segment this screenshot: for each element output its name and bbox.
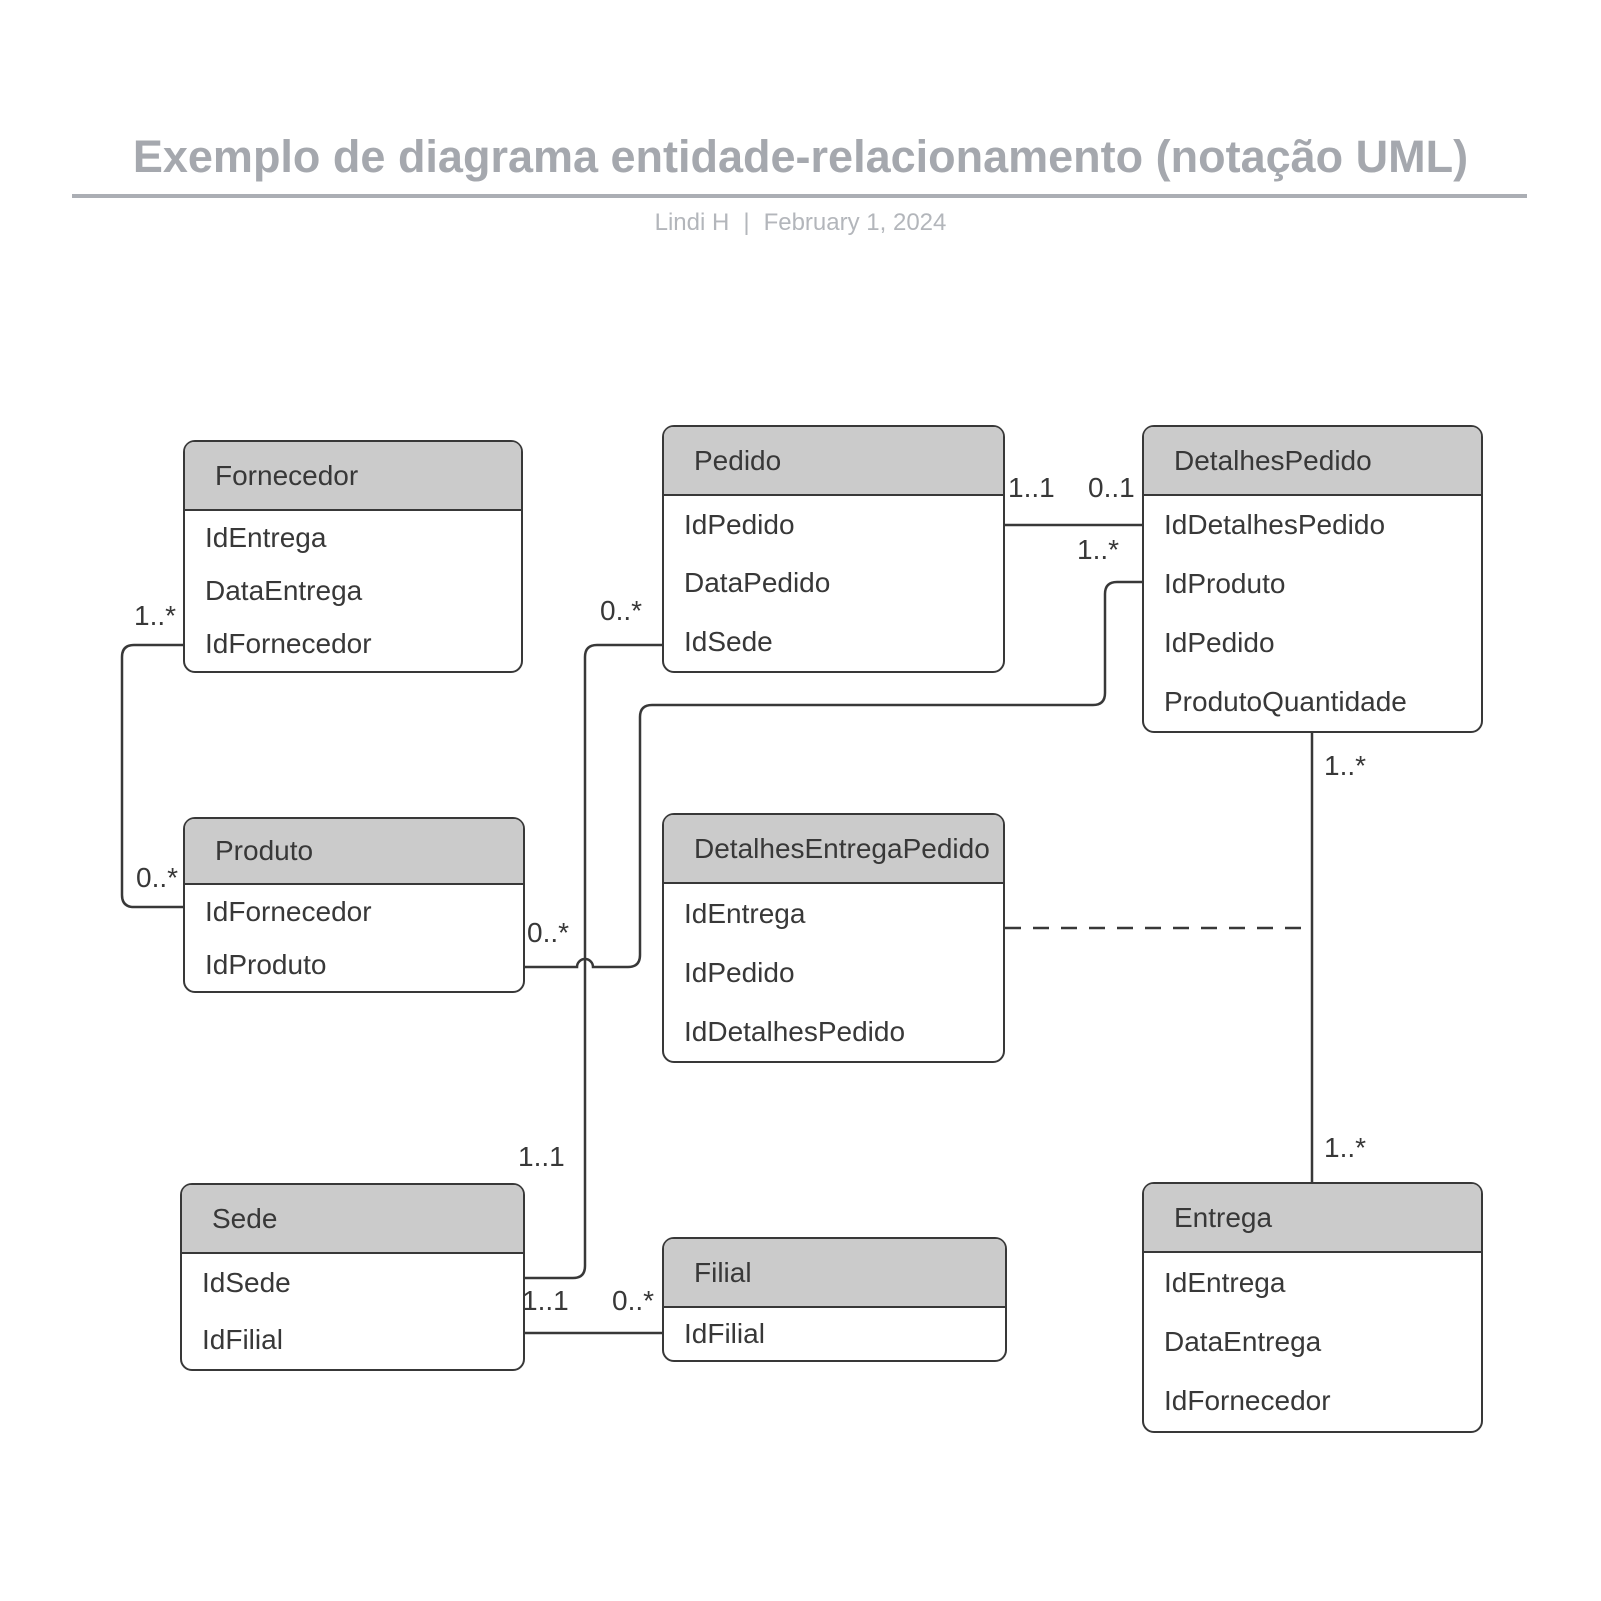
entity-title: Produto <box>215 835 314 866</box>
multiplicity-label: 0..* <box>136 862 179 893</box>
multiplicity-label: 1..* <box>1324 750 1367 781</box>
entity-detalhespedido: DetalhesPedido IdDetalhesPedido IdProdut… <box>1142 425 1483 733</box>
entity-field: DataEntrega <box>1164 1325 1322 1357</box>
entity-field: IdSede <box>684 625 773 657</box>
multiplicity-label: 0..1 <box>1088 472 1135 503</box>
entity-field: IdSede <box>202 1266 291 1298</box>
entity-field: IdPedido <box>1164 626 1275 658</box>
entity-field: ProdutoQuantidade <box>1164 685 1407 717</box>
entity-detalhespedido-fields: IdDetalhesPedido IdProduto IdPedido Prod… <box>1144 496 1481 731</box>
entity-field: IdDetalhesPedido <box>684 1015 906 1047</box>
entity-title: Filial <box>694 1256 752 1288</box>
entity-field: IdFornecedor <box>205 628 372 660</box>
entity-field: DataPedido <box>684 567 831 599</box>
entity-title: DetalhesEntregaPedido <box>694 832 990 864</box>
entity-produto-header: Produto <box>185 819 523 885</box>
entity-field: IdProduto <box>1164 568 1286 600</box>
entity-detalhesentregapedido-header: DetalhesEntregaPedido <box>664 815 1003 884</box>
entity-field: IdProduto <box>205 948 327 980</box>
entity-filial-fields: IdFilial <box>664 1308 1005 1360</box>
connector-fornecedor-produto <box>120 643 183 909</box>
entity-title: Entrega <box>1174 1201 1273 1233</box>
entity-fornecedor-header: Fornecedor <box>185 442 521 511</box>
entity-field: IdFilial <box>684 1318 765 1349</box>
byline: Lindi H | February 1, 2024 <box>0 209 1601 237</box>
entity-field: IdEntrega <box>684 897 806 929</box>
entity-title: Sede <box>212 1202 278 1234</box>
entity-entrega-header: Entrega <box>1144 1184 1481 1253</box>
entity-entrega-fields: IdEntrega DataEntrega IdFornecedor <box>1144 1253 1481 1431</box>
entity-produto: Produto IdFornecedor IdProduto <box>183 817 525 993</box>
multiplicity-label: 1..* <box>1324 1132 1367 1163</box>
entity-entrega: Entrega IdEntrega DataEntrega IdForneced… <box>1142 1182 1483 1433</box>
byline-separator: | <box>743 209 750 236</box>
connector-produto-detalhespedido <box>525 580 1142 969</box>
entity-field: IdEntrega <box>205 521 327 553</box>
multiplicity-label: 1..1 <box>1008 472 1055 503</box>
entity-sede-fields: IdSede IdFilial <box>182 1254 523 1369</box>
entity-field: IdEntrega <box>1164 1266 1286 1298</box>
entity-title: Fornecedor <box>215 459 359 491</box>
entity-pedido-header: Pedido <box>664 427 1003 496</box>
entity-filial-header: Filial <box>664 1239 1005 1308</box>
entity-detalhespedido-header: DetalhesPedido <box>1144 427 1481 496</box>
entity-field: IdPedido <box>684 509 795 541</box>
entity-field: IdPedido <box>684 956 795 988</box>
entity-title: DetalhesPedido <box>1174 444 1372 476</box>
connector-pedido-sede <box>525 643 662 1280</box>
entity-field: DataEntrega <box>205 574 363 606</box>
page-title: Exemplo de diagrama entidade-relacioname… <box>132 131 1469 182</box>
multiplicity-label: 1..* <box>1077 534 1120 565</box>
entity-fornecedor: Fornecedor IdEntrega DataEntrega IdForne… <box>183 440 523 673</box>
entity-pedido-fields: IdPedido DataPedido IdSede <box>664 496 1003 671</box>
entity-detalhesentregapedido: DetalhesEntregaPedido IdEntrega IdPedido… <box>662 813 1005 1063</box>
multiplicity-label: 0..* <box>527 917 570 948</box>
entity-fornecedor-fields: IdEntrega DataEntrega IdFornecedor <box>185 511 521 671</box>
multiplicity-label: 0..* <box>612 1285 655 1316</box>
entity-field: IdFilial <box>202 1324 283 1356</box>
multiplicity-label: 0..* <box>600 595 643 626</box>
entity-produto-fields: IdFornecedor IdProduto <box>185 885 523 991</box>
title-underline <box>72 194 1527 198</box>
multiplicity-label: 1..* <box>134 600 177 631</box>
entity-sede: Sede IdSede IdFilial <box>180 1183 525 1371</box>
entity-title: Pedido <box>694 444 782 476</box>
byline-author: Lindi H <box>654 209 730 236</box>
entity-pedido: Pedido IdPedido DataPedido IdSede <box>662 425 1005 673</box>
entity-sede-header: Sede <box>182 1185 523 1254</box>
byline-date: February 1, 2024 <box>763 209 947 236</box>
multiplicity-label: 1..1 <box>522 1285 569 1316</box>
entity-field: IdFornecedor <box>205 895 372 927</box>
entity-field: IdFornecedor <box>1164 1385 1331 1417</box>
entity-filial: Filial IdFilial <box>662 1237 1007 1362</box>
entity-detalhesentregapedido-fields: IdEntrega IdPedido IdDetalhesPedido <box>664 884 1003 1061</box>
multiplicity-label: 1..1 <box>518 1141 565 1172</box>
entity-field: IdDetalhesPedido <box>1164 509 1386 541</box>
